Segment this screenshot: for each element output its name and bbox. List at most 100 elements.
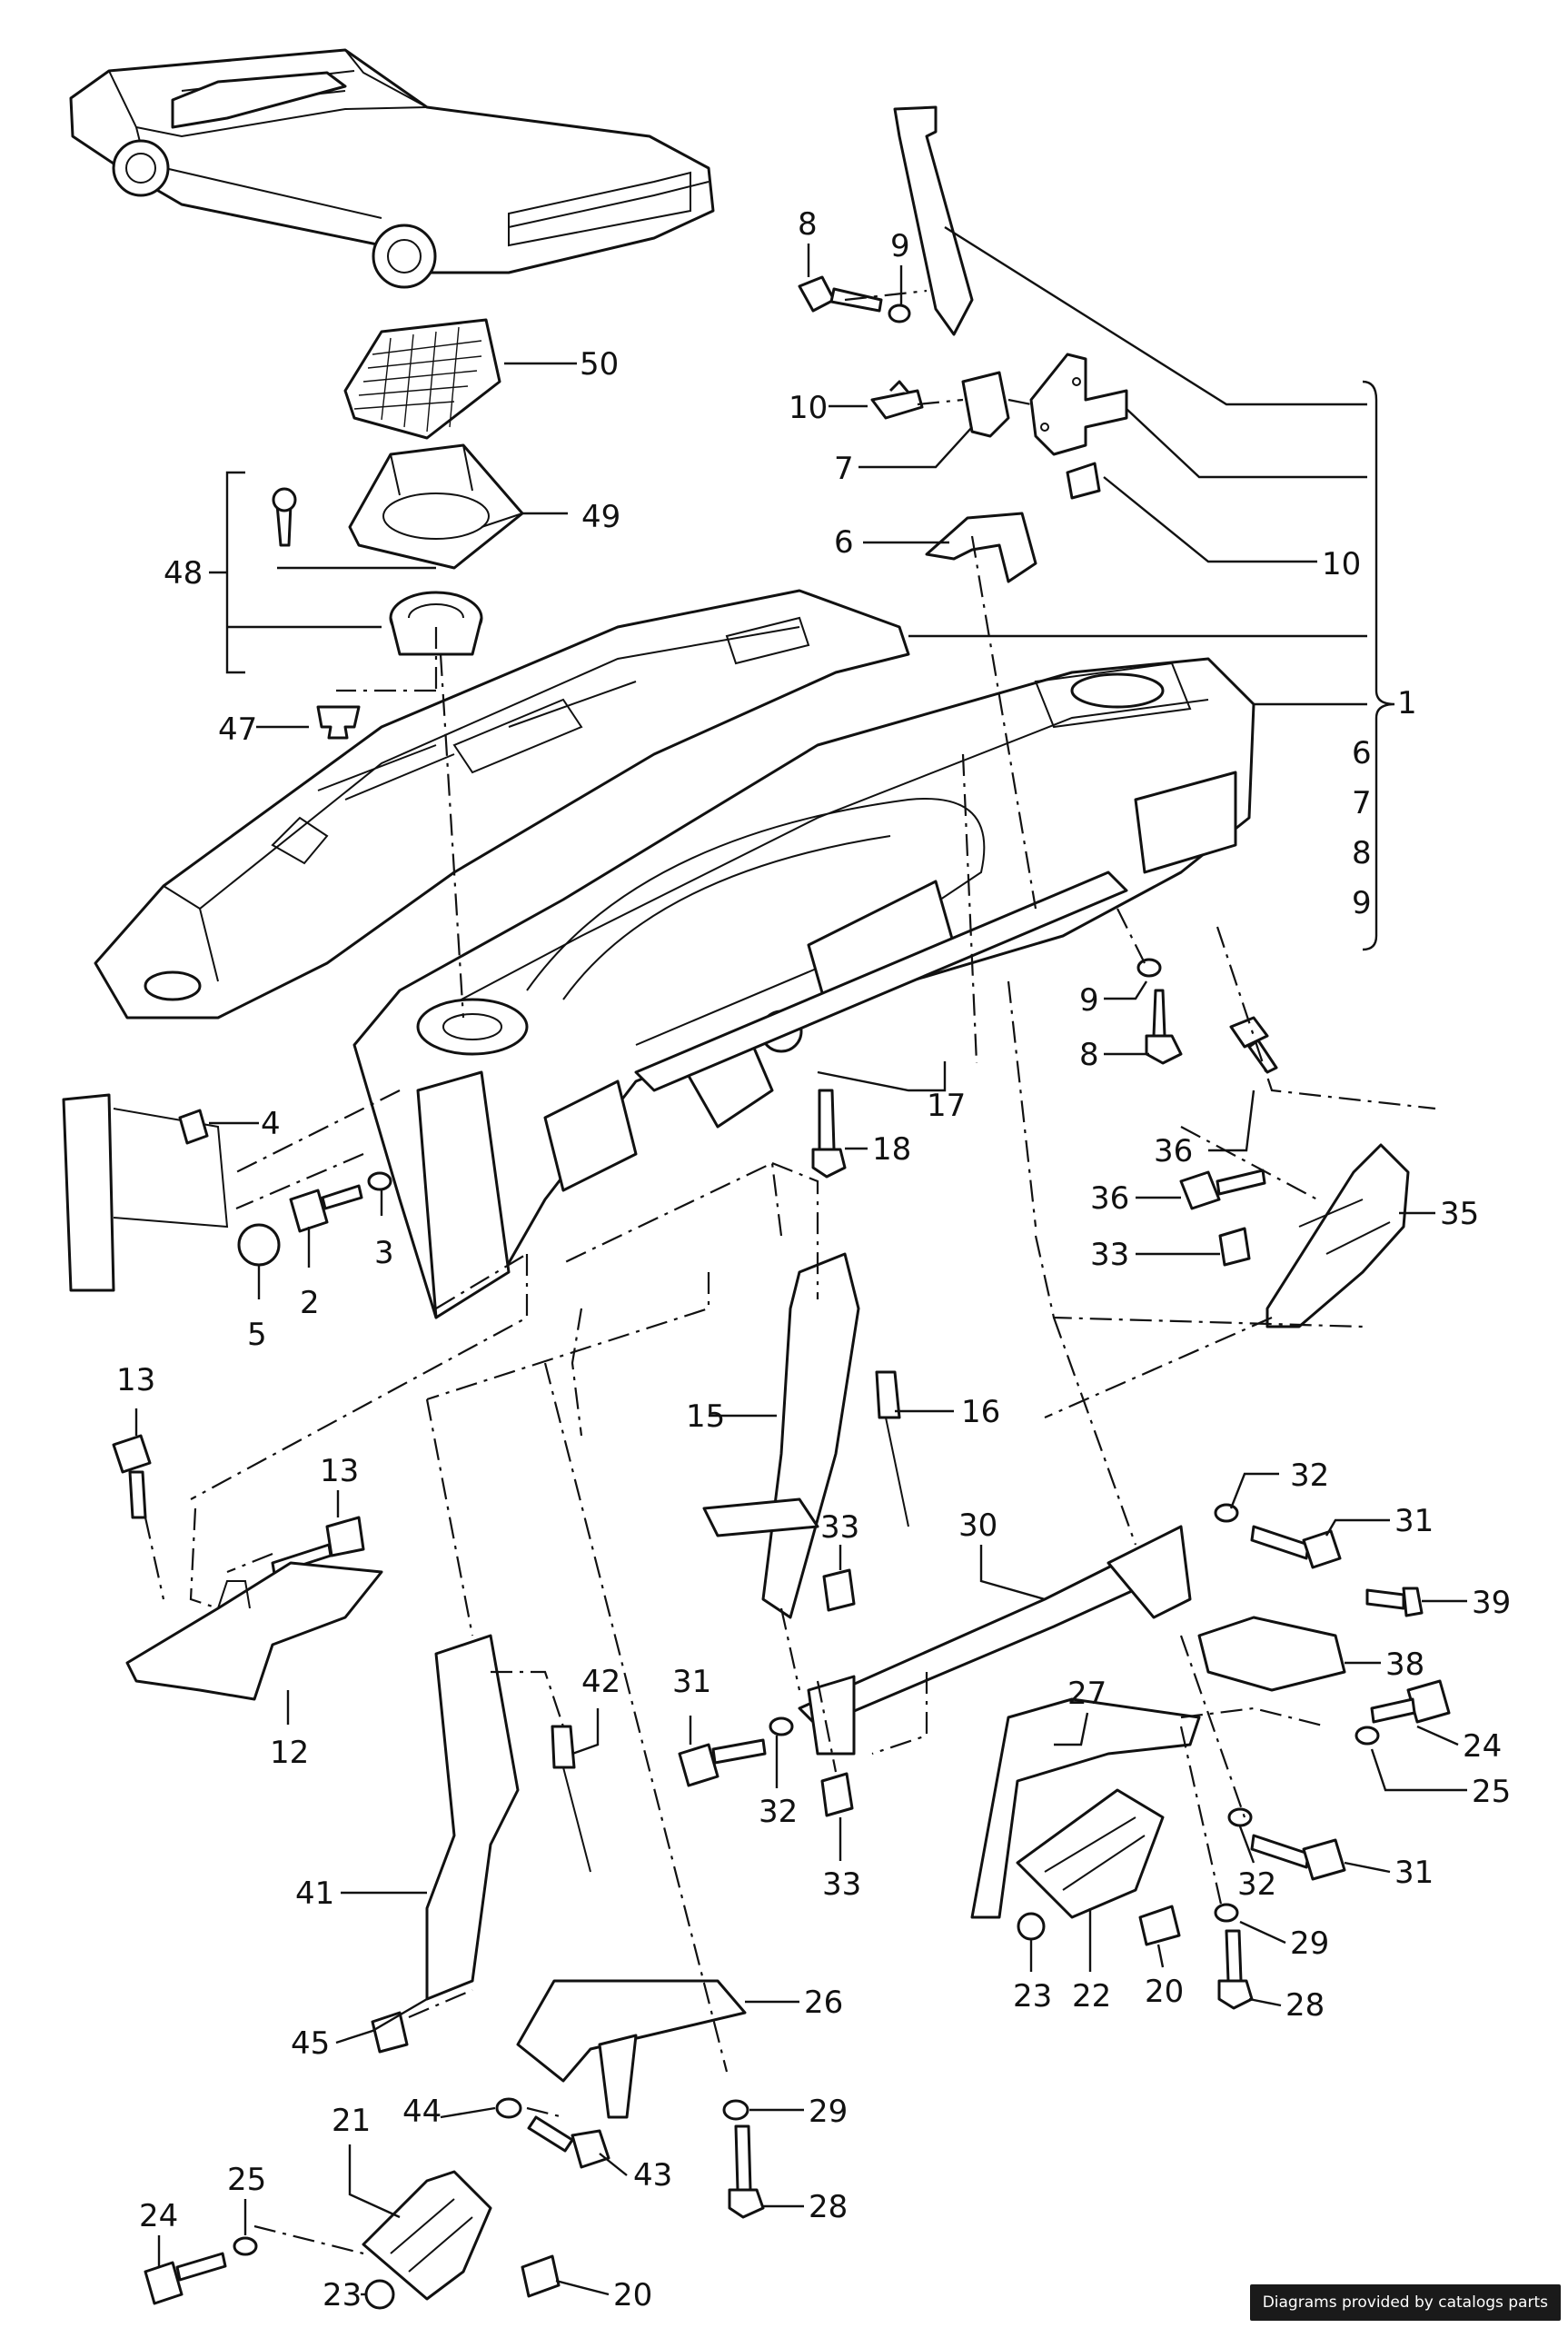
nut-33-right (1218, 1227, 1251, 1267)
washer-9-top (888, 303, 911, 323)
leader-lines (134, 225, 1467, 2296)
callout-8-group: 8 (1352, 835, 1372, 871)
callout-33-mid: 33 (822, 1866, 861, 1903)
callout-26: 26 (804, 1985, 843, 2021)
screw-39 (1365, 1587, 1424, 1617)
callout-39: 39 (1472, 1585, 1511, 1621)
washer-3 (367, 1171, 392, 1191)
callout-7: 7 (834, 451, 854, 487)
washer-29-center (722, 2099, 749, 2121)
callout-27: 27 (1067, 1676, 1107, 1712)
callout-33-right: 33 (1090, 1237, 1129, 1273)
callout-38: 38 (1385, 1647, 1424, 1683)
washer-32-right-top (1214, 1503, 1239, 1523)
callout-28-left: 28 (809, 2189, 848, 2225)
callout-9-mid: 9 (1079, 982, 1099, 1019)
callout-29-right: 29 (1290, 1925, 1329, 1962)
plug-5 (237, 1223, 281, 1267)
bolt-8-mid (1145, 989, 1183, 1065)
grille-cover-part-50 (343, 318, 501, 440)
nut-20-left (521, 2254, 561, 2298)
washer-29-right (1214, 1903, 1239, 1923)
rivet-42 (551, 1725, 591, 1873)
bolt-28-right (1217, 1929, 1254, 2010)
callout-49: 49 (581, 499, 620, 535)
callout-48: 48 (164, 555, 203, 592)
side-panel-left (62, 1093, 229, 1292)
bracket-38 (1197, 1616, 1346, 1692)
bolt-13-left (112, 1434, 152, 1519)
bolt-36-lower (1179, 1169, 1266, 1210)
bracket-12 (125, 1561, 383, 1701)
callout-18: 18 (872, 1131, 911, 1168)
bracket-35 (1265, 1143, 1410, 1328)
callout-44: 44 (402, 2094, 442, 2130)
bolt-24-right (1370, 1679, 1451, 1724)
clip-10-top (870, 380, 924, 420)
callout-15: 15 (686, 1398, 725, 1435)
strut-41 (425, 1634, 520, 2001)
callout-23-right: 23 (1013, 1978, 1052, 2015)
callout-8-mid: 8 (1079, 1037, 1099, 1073)
callout-43: 43 (633, 2157, 672, 2194)
nut-23-right (1017, 1912, 1046, 1941)
callout-2: 2 (300, 1285, 320, 1321)
callout-29-center: 29 (809, 2094, 848, 2130)
washer-32-mid (769, 1716, 794, 1736)
nut-23-left (364, 2279, 395, 2310)
nut-20-right (1138, 1905, 1181, 1946)
callout-labels: 50 49 48 47 8 9 10 7 6 10 1 6 7 8 9 9 8 … (116, 206, 1511, 2313)
dashboard-frame (94, 589, 910, 1020)
callout-8-top: 8 (798, 206, 818, 243)
callout-33-center: 33 (820, 1509, 859, 1546)
bracket-center-lower (807, 1675, 856, 1756)
callout-30: 30 (958, 1507, 997, 1544)
callout-32-right: 32 (1237, 1866, 1276, 1903)
clip-4 (178, 1109, 209, 1145)
callout-42: 42 (581, 1664, 620, 1700)
washer-32-right (1227, 1807, 1253, 1827)
bolt-31-mid (678, 1738, 767, 1787)
bolt-43 (527, 2115, 610, 2169)
bracket-22 (1016, 1788, 1165, 1919)
callout-4: 4 (261, 1106, 281, 1142)
callout-22: 22 (1072, 1978, 1111, 2015)
callout-31-right-top: 31 (1394, 1503, 1434, 1539)
clip-part-47 (316, 705, 361, 740)
callout-31-right: 31 (1394, 1855, 1434, 1891)
callout-5: 5 (247, 1317, 267, 1353)
callout-10-top: 10 (789, 390, 828, 426)
clip-10-right (1066, 462, 1101, 500)
callout-7-group: 7 (1352, 785, 1372, 821)
cross-beam-30 (798, 1525, 1192, 1728)
bolt-31-right-top (1250, 1525, 1342, 1569)
callout-23-left: 23 (323, 2277, 362, 2313)
callout-21: 21 (332, 2103, 371, 2139)
bolt-24-left (144, 2252, 227, 2305)
plate-right-top (1029, 353, 1128, 456)
callout-47: 47 (218, 711, 257, 748)
callout-13-left: 13 (116, 1362, 155, 1398)
callout-12: 12 (270, 1735, 309, 1771)
bracket-7 (961, 371, 1010, 438)
callout-50: 50 (580, 346, 619, 383)
rivet-16 (875, 1370, 909, 1527)
callout-9-group: 9 (1352, 885, 1372, 921)
dashboard-front-panel (352, 657, 1255, 1319)
bracket-21 (362, 2170, 492, 2301)
assembly-lines (144, 289, 1436, 2255)
bracket-27 (970, 1697, 1201, 1919)
washer-9-mid (1136, 958, 1162, 978)
washer-25-left (233, 2236, 258, 2256)
callout-41: 41 (295, 1875, 334, 1912)
bolt-18 (811, 1089, 847, 1179)
nut-45 (371, 2011, 409, 2054)
callout-13-right: 13 (320, 1453, 359, 1489)
bolt-28-center (728, 2124, 765, 2219)
callout-31-mid: 31 (672, 1664, 711, 1700)
callout-25-right: 25 (1472, 1774, 1511, 1810)
callout-10-right: 10 (1322, 546, 1361, 582)
callout-1: 1 (1397, 685, 1417, 721)
callout-25-left: 25 (227, 2162, 266, 2198)
